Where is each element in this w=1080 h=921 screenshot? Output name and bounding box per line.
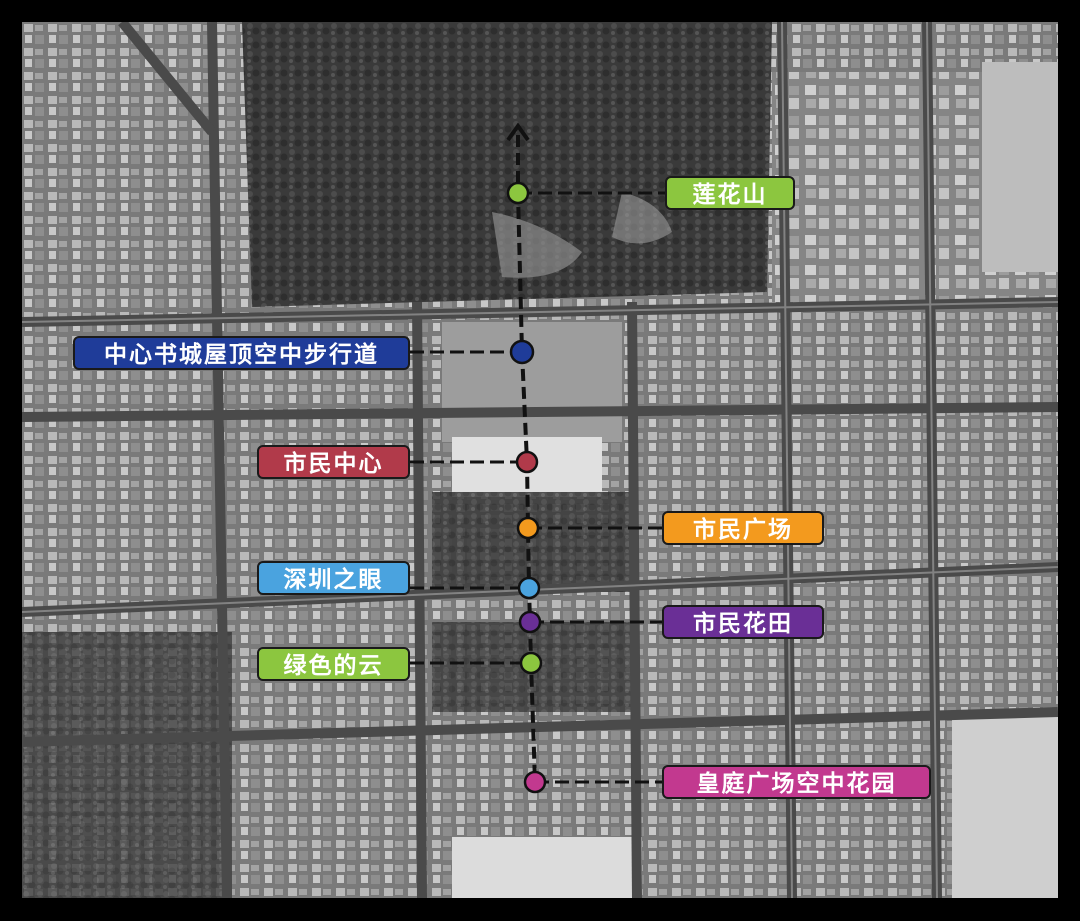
station-dot-huangting-garden (523, 770, 547, 794)
route-axis-line (516, 135, 537, 783)
station-dot-civic-square (516, 516, 540, 540)
station-dot-shenzhen-eye (517, 576, 541, 600)
location-label-civic-center[interactable]: 市民中心 (257, 445, 410, 479)
station-dot-book-city-walkway (509, 339, 535, 365)
location-label-book-city-walkway[interactable]: 中心书城屋顶空中步行道 (73, 336, 410, 370)
location-label-civic-square[interactable]: 市民广场 (662, 511, 824, 545)
station-dot-lianhuashan (506, 181, 530, 205)
north-arrow-icon (506, 122, 530, 142)
station-dot-civic-center (515, 450, 539, 474)
station-dot-civic-flower-field (518, 610, 542, 634)
station-dot-green-cloud (519, 651, 543, 675)
location-label-huangting-garden[interactable]: 皇庭广场空中花园 (662, 765, 931, 799)
location-label-lianhuashan[interactable]: 莲花山 (665, 176, 795, 210)
location-label-shenzhen-eye[interactable]: 深圳之眼 (257, 561, 410, 595)
location-label-civic-flower-field[interactable]: 市民花田 (662, 605, 824, 639)
location-label-green-cloud[interactable]: 绿色的云 (257, 647, 410, 681)
